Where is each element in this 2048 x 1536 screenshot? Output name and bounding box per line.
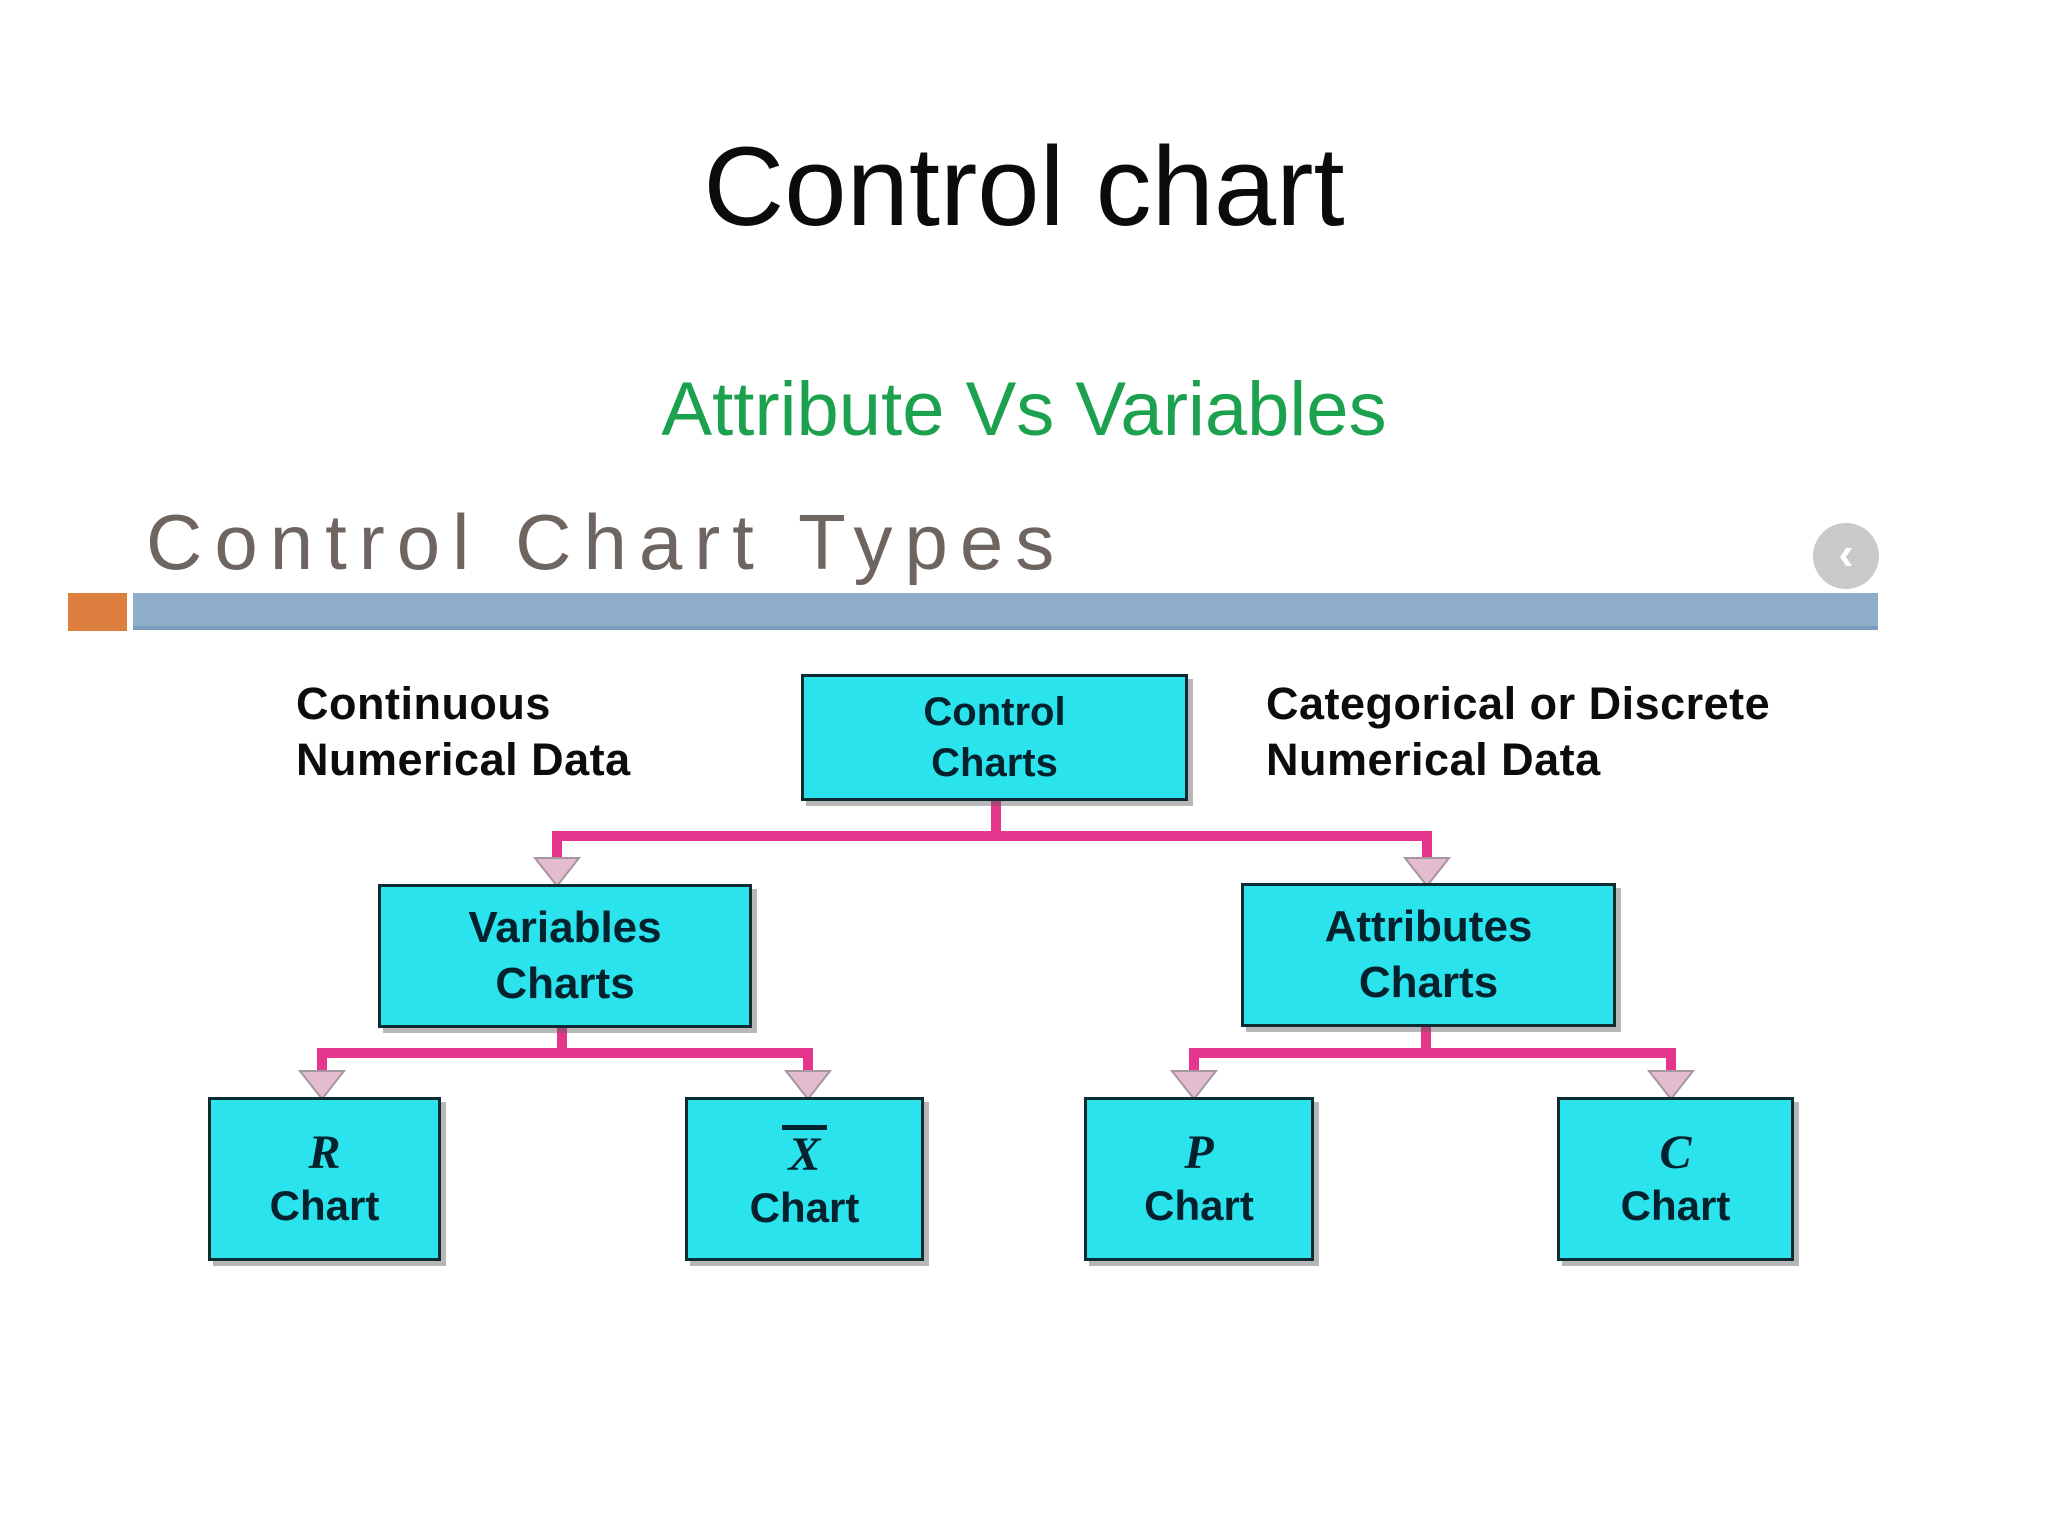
box-letter: P — [1184, 1126, 1214, 1179]
box-p-chart: P Chart — [1084, 1097, 1314, 1261]
nav-previous-button[interactable]: ‹ — [1813, 523, 1879, 589]
box-line: Chart — [269, 1182, 380, 1229]
arrow-down-icon — [1646, 1070, 1696, 1101]
box-line: Chart — [1144, 1182, 1254, 1229]
box-line: Variables — [468, 903, 662, 952]
label-line: Numerical Data — [1266, 734, 1601, 785]
box-line: Chart — [749, 1183, 860, 1231]
box-c-chart: C Chart — [1557, 1097, 1794, 1261]
box-line: Charts — [1358, 958, 1499, 1007]
xbar-letter: X — [782, 1124, 827, 1178]
level2-right-connector — [1169, 1021, 1696, 1101]
box-line: Control — [923, 689, 1066, 734]
chevron-left-icon: ‹ — [1838, 527, 1854, 579]
box-attributes-charts: Attributes Charts — [1241, 883, 1616, 1027]
level1-connector — [532, 795, 1452, 888]
box-letter: R — [308, 1126, 341, 1179]
box-r-chart: R Chart — [208, 1097, 441, 1261]
arrow-down-icon — [783, 1070, 833, 1101]
arrow-down-icon — [1169, 1070, 1219, 1101]
label-line: Numerical Data — [296, 734, 631, 785]
label-continuous-numerical-data: Continuous Numerical Data — [296, 676, 631, 788]
label-line: Continuous — [296, 678, 551, 729]
label-line: Categorical or Discrete — [1266, 678, 1771, 729]
page-title: Control chart — [703, 124, 1345, 249]
box-line: Charts — [495, 959, 635, 1008]
box-xbar-chart: X Chart — [685, 1097, 924, 1261]
blue-divider-bar — [133, 593, 1878, 630]
arrow-down-icon — [1402, 857, 1452, 888]
box-letter-with-overbar: X — [782, 1124, 827, 1181]
orange-accent-block — [68, 593, 127, 631]
box-variables-charts: Variables Charts — [378, 884, 752, 1028]
arrow-down-icon — [297, 1070, 347, 1101]
arrow-down-icon — [532, 857, 582, 888]
label-categorical-discrete-data: Categorical or Discrete Numerical Data — [1266, 676, 1770, 788]
box-line: Attributes — [1324, 902, 1533, 951]
box-control-charts: Control Charts — [801, 674, 1188, 801]
level2-left-connector — [297, 1022, 833, 1101]
box-letter: C — [1659, 1126, 1692, 1179]
page-subtitle: Attribute Vs Variables — [661, 367, 1387, 452]
box-line: Chart — [1620, 1182, 1731, 1229]
figure-heading: Control Chart Types — [146, 498, 1067, 586]
box-line: Charts — [931, 740, 1058, 785]
